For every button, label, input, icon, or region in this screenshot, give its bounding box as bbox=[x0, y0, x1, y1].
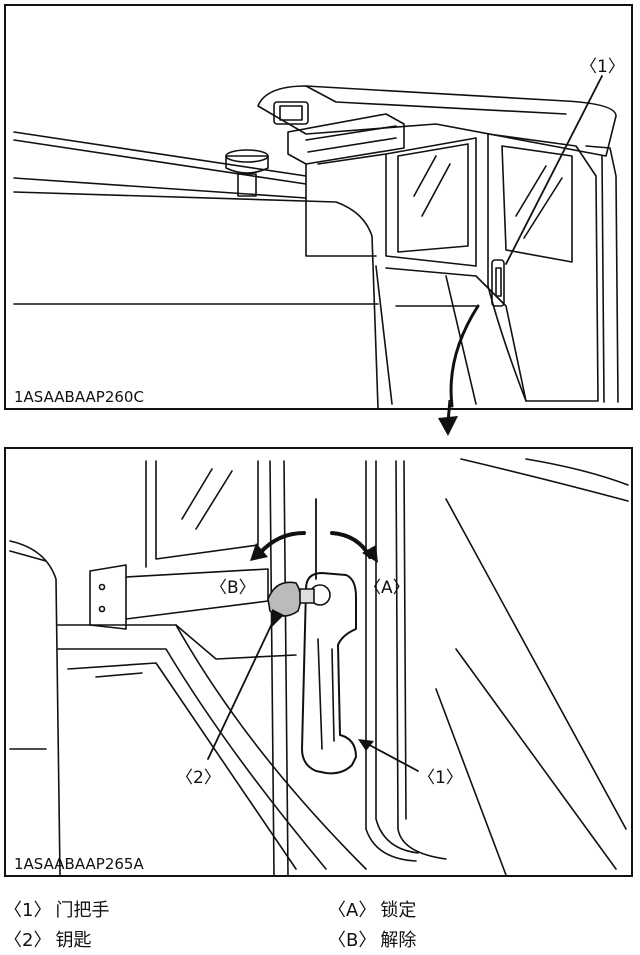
legend-mark: 〈1〉 bbox=[4, 900, 52, 921]
legend-item-2: 〈2〉钥匙 bbox=[4, 926, 91, 952]
legend-item-1: 〈1〉门把手 bbox=[4, 896, 109, 922]
callout-key: 〈2〉 bbox=[176, 768, 221, 788]
door-handle-detail-drawing bbox=[9, 458, 629, 875]
legend-text: 锁定 bbox=[380, 900, 417, 921]
figure-code: 1ASAABAAP260C bbox=[14, 388, 144, 406]
legend-item-a: 〈A〉锁定 bbox=[328, 896, 416, 922]
legend-mark: 〈B〉 bbox=[328, 930, 377, 951]
cab-overview-drawing bbox=[13, 75, 619, 408]
down-arrow-icon bbox=[438, 400, 458, 436]
legend-item-b: 〈B〉解除 bbox=[328, 926, 416, 952]
callout-door-handle: 〈1〉 bbox=[580, 57, 625, 77]
callout-lock: 〈A〉 bbox=[364, 578, 410, 598]
detail-figure-panel: 〈B〉 〈A〉 〈2〉 〈1〉 1ASAABAAP265A bbox=[4, 447, 633, 877]
overview-figure-panel: 〈1〉 1ASAABAAP260C bbox=[4, 4, 633, 410]
figure-code: 1ASAABAAP265A bbox=[14, 855, 144, 873]
callout-door-handle: 〈1〉 bbox=[418, 768, 463, 788]
callout-release: 〈B〉 bbox=[210, 578, 256, 598]
legend-text: 钥匙 bbox=[55, 930, 92, 951]
legend-text: 解除 bbox=[380, 930, 417, 951]
legend-mark: 〈A〉 bbox=[328, 900, 377, 921]
legend-text: 门把手 bbox=[55, 900, 110, 921]
legend-mark: 〈2〉 bbox=[4, 930, 52, 951]
